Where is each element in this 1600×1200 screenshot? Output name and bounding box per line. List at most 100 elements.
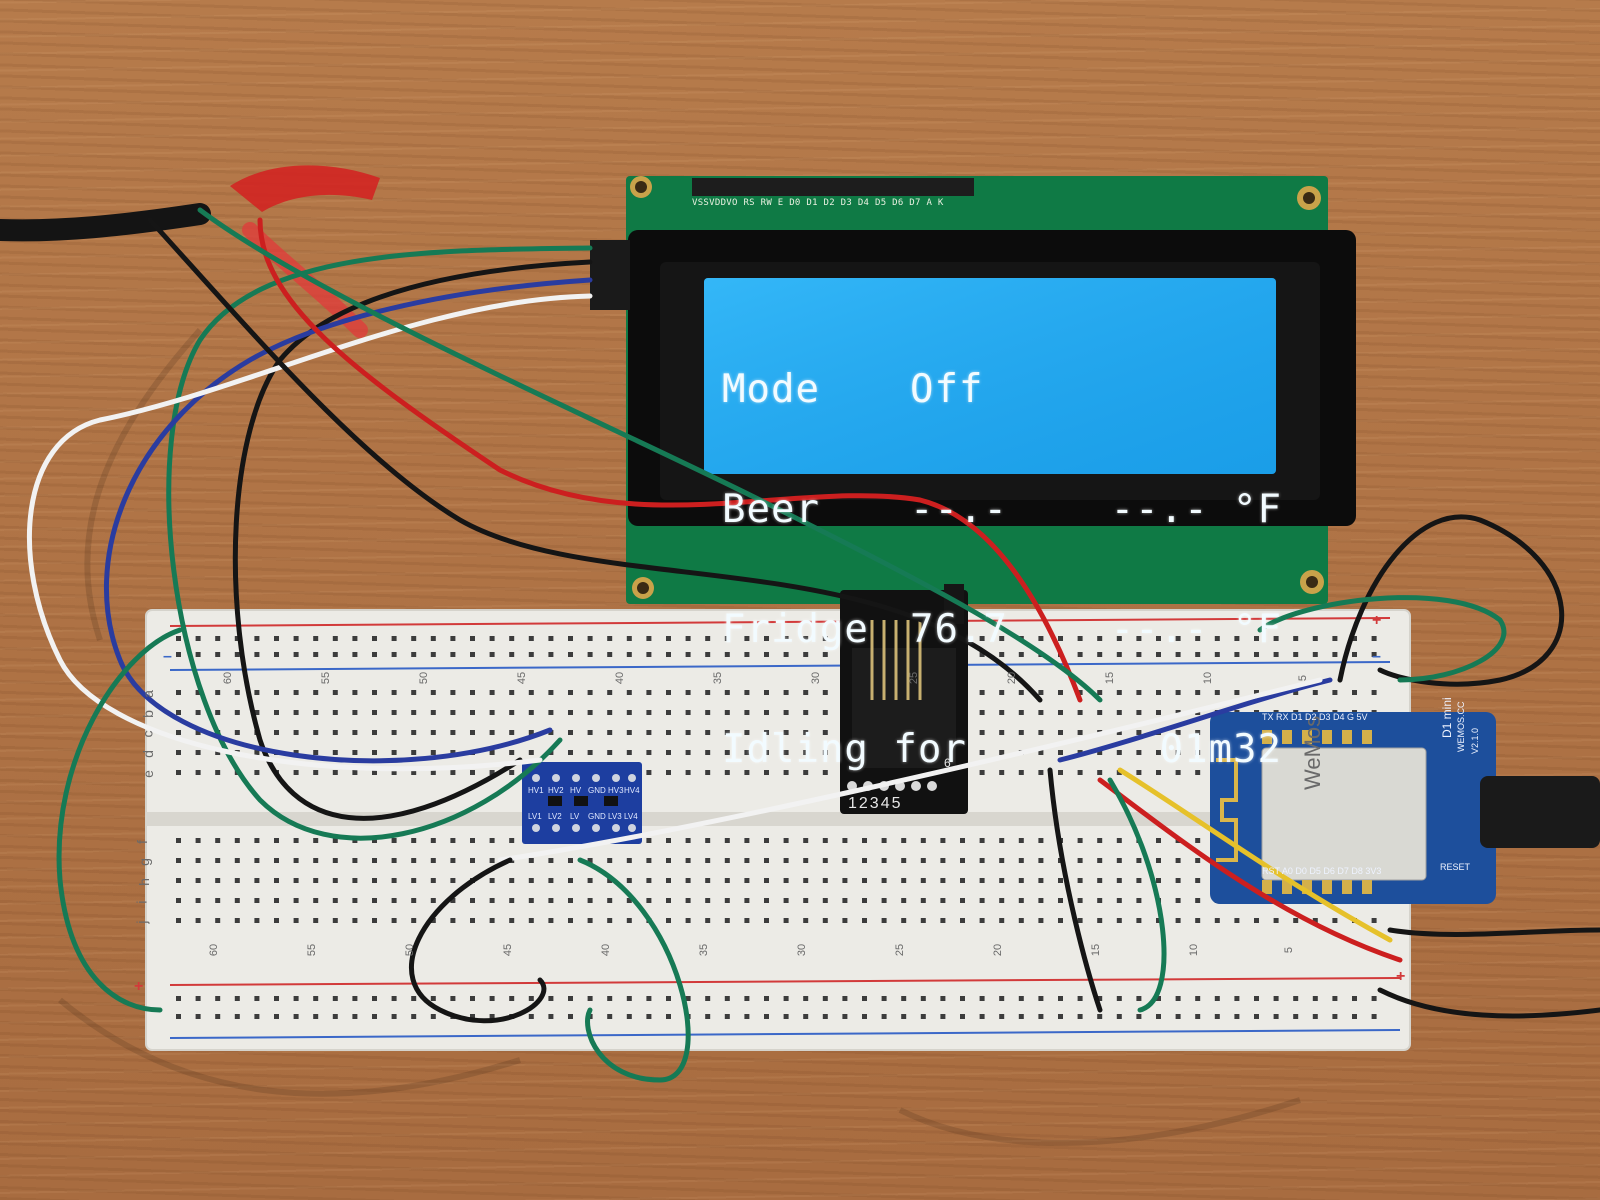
- breadboard-hole: [293, 750, 299, 755]
- breadboard-hole: [744, 710, 750, 715]
- breadboard-hole: [803, 636, 809, 641]
- breadboard-hole: [430, 770, 436, 775]
- breadboard-hole: [548, 918, 554, 923]
- breadboard-hole: [450, 898, 456, 903]
- breadboard-hole: [430, 690, 436, 695]
- breadboard-hole: [646, 838, 652, 843]
- rail-blue-bottom: [169, 1029, 1401, 1039]
- breadboard-hole: [744, 730, 750, 735]
- breadboard-hole: [1273, 996, 1279, 1001]
- breadboard-hole: [646, 710, 652, 715]
- breadboard-hole: [489, 770, 495, 775]
- breadboard-hole: [254, 710, 260, 715]
- breadboard-hole: [724, 690, 730, 695]
- breadboard-hole: [430, 730, 436, 735]
- breadboard-hole: [1136, 636, 1142, 641]
- breadboard-hole: [1136, 858, 1142, 863]
- lcd-extra: --.- °F: [1110, 607, 1282, 652]
- breadboard-hole: [548, 878, 554, 883]
- breadboard-hole: [411, 730, 417, 735]
- breadboard-hole: [587, 918, 593, 923]
- breadboard-hole: [254, 996, 260, 1001]
- breadboard-hole: [1058, 878, 1063, 883]
- breadboard-hole: [1097, 838, 1103, 843]
- breadboard-hole: [999, 858, 1005, 863]
- breadboard-hole: [274, 838, 279, 843]
- breadboard-hole: [450, 690, 456, 695]
- breadboard-hole: [1097, 710, 1103, 715]
- breadboard-hole: [568, 898, 573, 903]
- breadboard-hole: [215, 652, 221, 657]
- rj-connector: [840, 584, 968, 814]
- breadboard-hole: [352, 858, 358, 863]
- breadboard-hole: [1312, 996, 1318, 1001]
- breadboard-hole: [1116, 878, 1122, 883]
- breadboard-hole: [1175, 730, 1181, 735]
- column-number-top: 15: [1104, 671, 1117, 685]
- breadboard-hole: [1175, 898, 1181, 903]
- breadboard-hole: [999, 690, 1005, 695]
- breadboard-hole: [666, 996, 671, 1001]
- breadboard-hole: [274, 1014, 279, 1019]
- breadboard-hole: [920, 878, 926, 883]
- breadboard-hole: [1312, 690, 1318, 695]
- breadboard-hole: [1038, 996, 1044, 1001]
- rj-pin-numbers: 12345: [848, 795, 903, 812]
- breadboard-hole: [293, 918, 299, 923]
- breadboard-hole: [901, 858, 907, 863]
- rail-blue-top: [169, 661, 1391, 671]
- wire-black-mid: [1047, 767, 1103, 1013]
- breadboard-hole: [176, 652, 181, 657]
- breadboard-hole: [568, 878, 573, 883]
- breadboard-hole: [1116, 898, 1122, 903]
- breadboard-hole: [1038, 918, 1044, 923]
- breadboard-hole: [332, 858, 338, 863]
- breadboard-hole: [666, 878, 671, 883]
- breadboard-hole: [1234, 918, 1240, 923]
- breadboard-hole: [626, 918, 632, 923]
- breadboard-hole: [1038, 858, 1044, 863]
- breadboard-hole: [587, 878, 593, 883]
- breadboard-hole: [528, 1014, 534, 1019]
- breadboard-hole: [1018, 838, 1024, 843]
- breadboard-hole: [411, 652, 417, 657]
- breadboard-hole: [803, 898, 809, 903]
- lcd-display: Mode Off Beer --.- --.- °F Fridge 76.7 -…: [722, 290, 1282, 770]
- breadboard-hole: [391, 690, 397, 695]
- breadboard-hole: [1116, 710, 1122, 715]
- breadboard-hole: [724, 652, 730, 657]
- breadboard-hole: [176, 858, 181, 863]
- breadboard-hole: [1195, 690, 1201, 695]
- breadboard-hole: [313, 858, 319, 863]
- breadboard-hole: [1058, 636, 1063, 641]
- jumper-wires: [26, 207, 1600, 1083]
- breadboard-hole: [744, 878, 750, 883]
- lcd-value: --.-: [910, 487, 1008, 532]
- breadboard-hole: [724, 636, 730, 641]
- breadboard-hole: [372, 858, 377, 863]
- level-shifter: [522, 762, 642, 844]
- breadboard-hole: [881, 918, 887, 923]
- breadboard-hole: [783, 770, 789, 775]
- breadboard-hole: [1116, 1014, 1122, 1019]
- breadboard-hole: [999, 878, 1005, 883]
- lcd-label: Idling for: [722, 727, 967, 772]
- wire-green-d1-loop: [1257, 595, 1507, 683]
- lcd-row-fridge: Fridge 76.7 --.- °F: [722, 610, 1282, 650]
- breadboard-hole: [822, 690, 828, 695]
- breadboard-hole: [607, 858, 613, 863]
- breadboard-hole: [509, 730, 515, 735]
- wire-black-long: [147, 217, 1043, 703]
- breadboard-hole: [195, 730, 201, 735]
- breadboard-hole: [391, 730, 397, 735]
- breadboard-hole: [332, 898, 338, 903]
- breadboard-hole: [391, 878, 397, 883]
- breadboard-hole: [1195, 898, 1201, 903]
- breadboard-hole: [1077, 710, 1083, 715]
- breadboard-hole: [430, 636, 436, 641]
- breadboard-hole: [666, 898, 671, 903]
- breadboard-hole: [274, 898, 279, 903]
- breadboard-hole: [881, 1014, 887, 1019]
- breadboard-hole: [1136, 652, 1142, 657]
- column-number-top: 55: [320, 671, 333, 685]
